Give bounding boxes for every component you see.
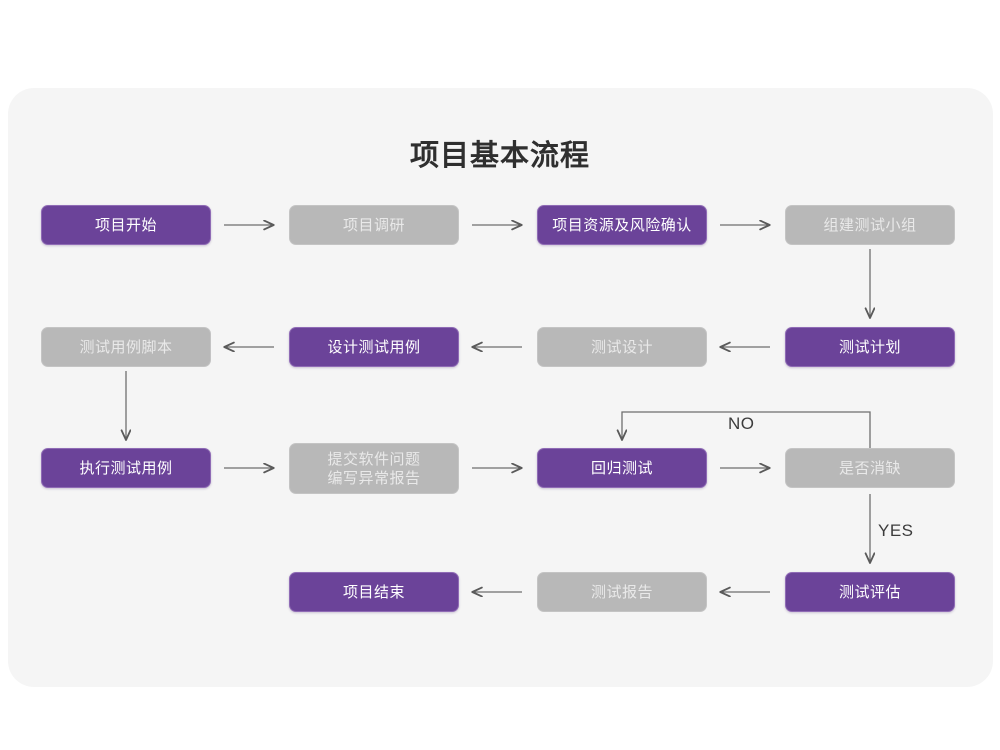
- node-form-test-team[interactable]: 组建测试小组: [785, 205, 955, 245]
- node-regression-test[interactable]: 回归测试: [537, 448, 707, 488]
- node-defect-resolved[interactable]: 是否消缺: [785, 448, 955, 488]
- node-resource-risk-confirm[interactable]: 项目资源及风险确认: [537, 205, 707, 245]
- node-test-design[interactable]: 测试设计: [537, 327, 707, 367]
- node-test-case-script[interactable]: 测试用例脚本: [41, 327, 211, 367]
- node-test-plan[interactable]: 测试计划: [785, 327, 955, 367]
- node-project-research[interactable]: 项目调研: [289, 205, 459, 245]
- edge-label-yes: YES: [878, 521, 914, 540]
- node-design-test-case[interactable]: 设计测试用例: [289, 327, 459, 367]
- node-project-end[interactable]: 项目结束: [289, 572, 459, 612]
- node-test-evaluation[interactable]: 测试评估: [785, 572, 955, 612]
- node-submit-issue-report[interactable]: 提交软件问题 编写异常报告: [289, 443, 459, 494]
- edge-label-no: NO: [728, 414, 755, 433]
- node-test-report[interactable]: 测试报告: [537, 572, 707, 612]
- node-project-start[interactable]: 项目开始: [41, 205, 211, 245]
- node-execute-test-case[interactable]: 执行测试用例: [41, 448, 211, 488]
- page-title: 项目基本流程: [409, 140, 590, 172]
